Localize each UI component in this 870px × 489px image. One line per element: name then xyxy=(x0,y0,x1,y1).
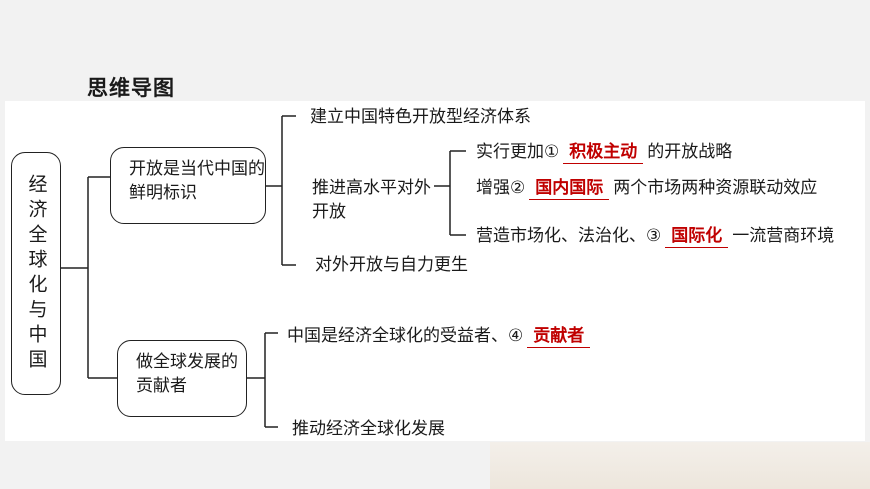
branch-node-contributor: 做全球发展的贡献者 xyxy=(117,340,247,417)
leaf-self-reliance: 对外开放与自力更生 xyxy=(315,255,468,275)
leaf-open-economy-system: 建立中国特色开放型经济体系 xyxy=(310,107,531,127)
branch-label: 做全球发展的贡献者 xyxy=(136,352,238,396)
answer-1: 积极主动 xyxy=(563,141,644,164)
book-decoration xyxy=(490,442,870,489)
root-node: 经济全球化与中国 xyxy=(11,152,61,395)
answer-2: 国内国际 xyxy=(529,177,610,200)
leaf-promote-globalization: 推动经济全球化发展 xyxy=(292,419,445,439)
answer-4: 贡献者 xyxy=(527,325,591,348)
branch-node-openness: 开放是当代中国的鲜明标识 xyxy=(110,147,266,224)
page-title: 思维导图 xyxy=(87,76,175,100)
leaf-high-level-opening: 推进高水平对外开放 xyxy=(312,178,431,222)
branch-label: 开放是当代中国的鲜明标识 xyxy=(129,159,265,203)
root-label: 经济全球化与中国 xyxy=(25,173,48,374)
answer-3: 国际化 xyxy=(665,225,729,248)
